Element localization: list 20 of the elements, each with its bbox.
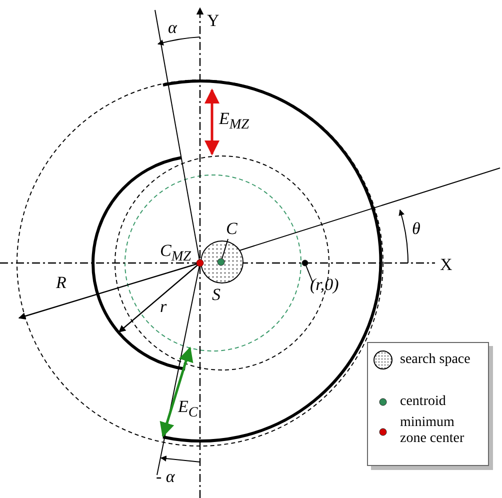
point-label: C (226, 220, 238, 238)
leader-line (306, 265, 314, 284)
region-label: S (212, 286, 220, 304)
point (302, 260, 308, 266)
dimension-label: E$_{MZ}$ (219, 110, 250, 134)
point-label: C$_{MZ}$ (160, 242, 192, 266)
axis-label: X (440, 256, 452, 274)
legend-label: minimum zone center (400, 415, 466, 447)
legend-label: centroid (400, 394, 447, 410)
dimension-label: R (56, 274, 66, 292)
axis-label: Y (207, 12, 220, 30)
leader-line (222, 238, 228, 260)
angle-label: α (168, 19, 177, 37)
centroid-point (217, 258, 225, 266)
legend-label: search space (400, 352, 472, 368)
angle-label: - α (156, 468, 175, 486)
angle-label: θ (412, 220, 420, 238)
dimension-label: E$_{C}$ (178, 398, 198, 422)
dimension-label: r (160, 298, 167, 316)
point-label: (r,0) (310, 276, 339, 294)
